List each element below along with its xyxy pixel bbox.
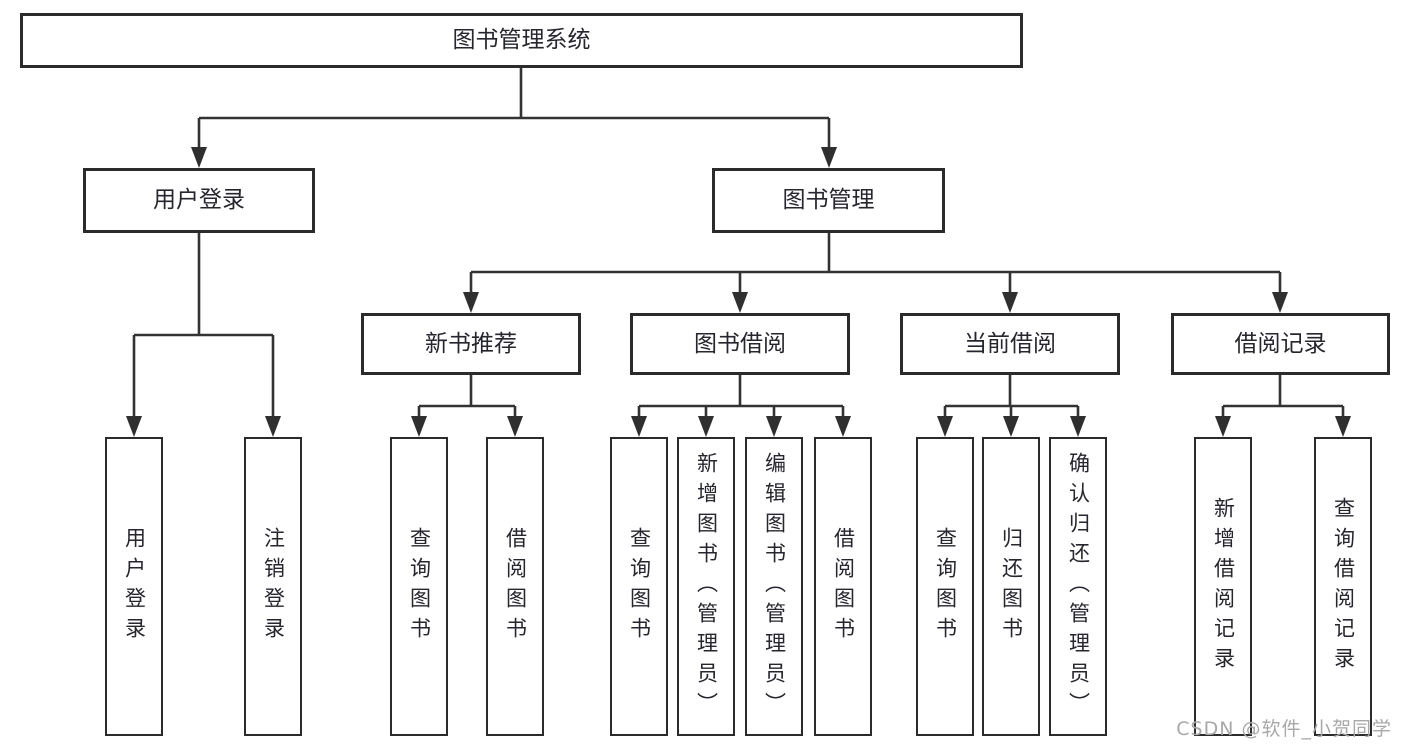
node-user-login: 用户登录 xyxy=(83,168,315,233)
arrowhead-icon xyxy=(411,416,427,437)
arrowhead-icon xyxy=(698,416,714,437)
node-library-management-system: 图书管理系统 xyxy=(20,13,1023,68)
watermark: CSDN @软件_小贺同学 xyxy=(1176,718,1392,740)
arrowhead-icon xyxy=(463,292,479,313)
arrowhead-icon xyxy=(1002,292,1018,313)
leaf-borrow-query-books: 查询图书 xyxy=(610,437,668,736)
node-book-management: 图书管理 xyxy=(712,168,945,233)
arrowhead-icon xyxy=(835,416,851,437)
leaf-current-query-books: 查询图书 xyxy=(916,437,974,736)
arrowhead-icon xyxy=(191,147,207,168)
arrowhead-icon xyxy=(821,147,837,168)
arrowhead-icon xyxy=(766,416,782,437)
arrowhead-icon xyxy=(126,416,142,437)
node-book-borrow: 图书借阅 xyxy=(630,313,850,375)
node-current-borrow: 当前借阅 xyxy=(900,313,1120,375)
leaf-current-return-books: 归还图书 xyxy=(982,437,1040,736)
arrowhead-icon xyxy=(265,416,281,437)
leaf-newbook-borrow-books: 借阅图书 xyxy=(486,437,544,736)
leaf-current-confirm-return-admin: 确认归还（管理员） xyxy=(1049,437,1107,736)
arrowhead-icon xyxy=(1003,416,1019,437)
leaf-borrow-borrow-books: 借阅图书 xyxy=(814,437,872,736)
leaf-records-add-record: 新增借阅记录 xyxy=(1194,437,1252,736)
arrowhead-icon xyxy=(1272,292,1288,313)
leaf-borrow-add-books-admin: 新增图书（管理员） xyxy=(677,437,735,736)
leaf-borrow-edit-books-admin: 编辑图书（管理员） xyxy=(745,437,803,736)
arrowhead-icon xyxy=(631,416,647,437)
arrowhead-icon xyxy=(937,416,953,437)
arrowhead-icon xyxy=(1335,416,1351,437)
leaf-logout: 注销登录 xyxy=(244,437,302,736)
leaf-user-login: 用户登录 xyxy=(105,437,163,736)
arrowhead-icon xyxy=(1215,416,1231,437)
arrowhead-icon xyxy=(732,292,748,313)
arrowhead-icon xyxy=(507,416,523,437)
leaf-newbook-query-books: 查询图书 xyxy=(390,437,448,736)
node-new-book-recommend: 新书推荐 xyxy=(361,313,581,375)
node-borrow-records: 借阅记录 xyxy=(1171,313,1390,375)
leaf-records-query-record: 查询借阅记录 xyxy=(1314,437,1372,736)
arrowhead-icon xyxy=(1070,416,1086,437)
